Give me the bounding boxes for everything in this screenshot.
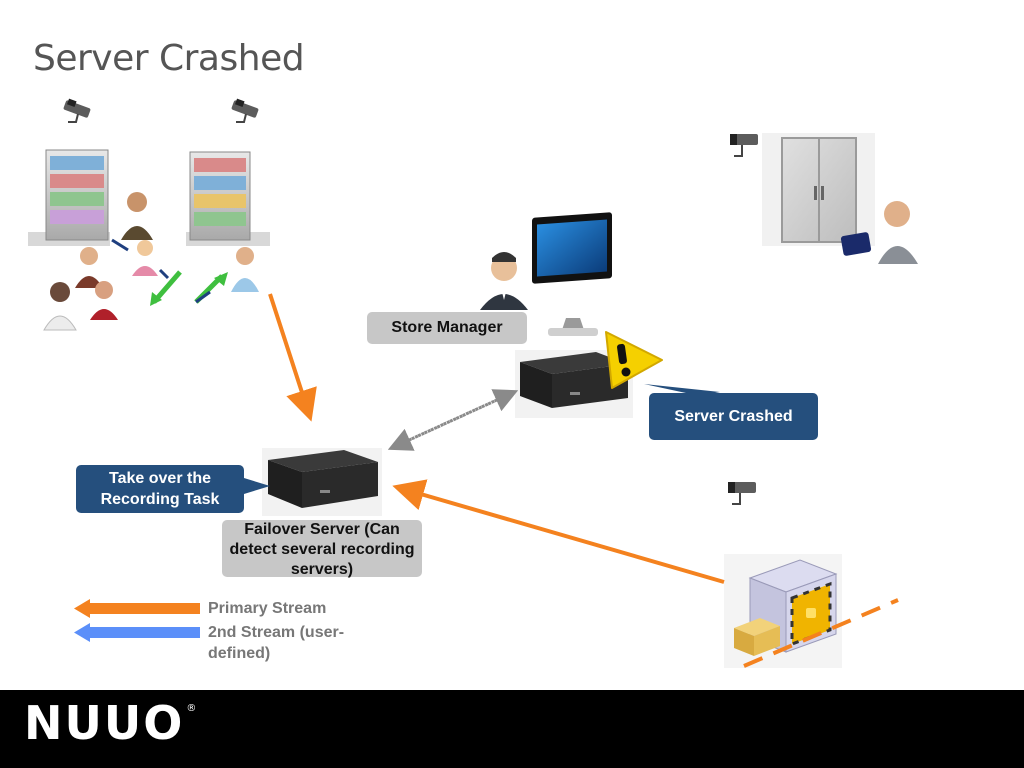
legend-secondary-arrow xyxy=(74,623,200,642)
legend-primary-label: Primary Stream xyxy=(208,600,327,617)
movement-arrow-icon xyxy=(111,238,228,306)
card-reader-person-icon xyxy=(840,201,918,264)
camera-icon xyxy=(728,482,756,505)
store-manager-label: Store Manager xyxy=(367,312,527,344)
failover-server-icon xyxy=(262,448,382,516)
legend-secondary-label: 2nd Stream (user-defined) xyxy=(208,624,345,662)
customer-person-icon xyxy=(43,282,77,331)
legend-primary-arrow xyxy=(74,599,200,618)
diagram-canvas xyxy=(28,98,918,668)
primary-stream-arrow xyxy=(392,479,725,584)
primary-stream-arrow xyxy=(268,293,317,422)
customer-person-icon xyxy=(132,240,158,276)
recording-server-icon xyxy=(515,350,633,418)
logo-text: NUUO xyxy=(24,696,185,750)
customer-person-icon xyxy=(231,247,259,292)
store-manager-person-icon xyxy=(480,252,528,310)
glass-door-icon xyxy=(762,133,875,246)
camera-icon xyxy=(730,134,758,157)
customer-person-icon xyxy=(90,281,118,320)
take-over-label: Take over the Recording Task xyxy=(76,465,244,513)
customer-person-icon xyxy=(121,192,153,240)
warning-icon xyxy=(605,331,663,389)
slide-title: Server Crashed xyxy=(33,38,305,79)
registered-mark: ® xyxy=(186,703,199,714)
nuuo-logo: NUUO® xyxy=(24,696,198,750)
server-crashed-label: Server Crashed xyxy=(649,393,818,440)
camera-icon xyxy=(63,98,91,123)
customer-person-icon xyxy=(75,247,103,288)
warehouse-stream-dashed xyxy=(743,598,899,668)
footer-bar: NUUO® xyxy=(0,690,1024,768)
store-shelf-icon xyxy=(186,151,270,246)
callout-pointer xyxy=(244,478,270,494)
camera-icon xyxy=(231,98,259,123)
failover-server-label: Failover Server (Can detect several reco… xyxy=(222,520,422,578)
store-shelf-icon xyxy=(28,149,110,246)
monitor-icon xyxy=(532,212,612,336)
